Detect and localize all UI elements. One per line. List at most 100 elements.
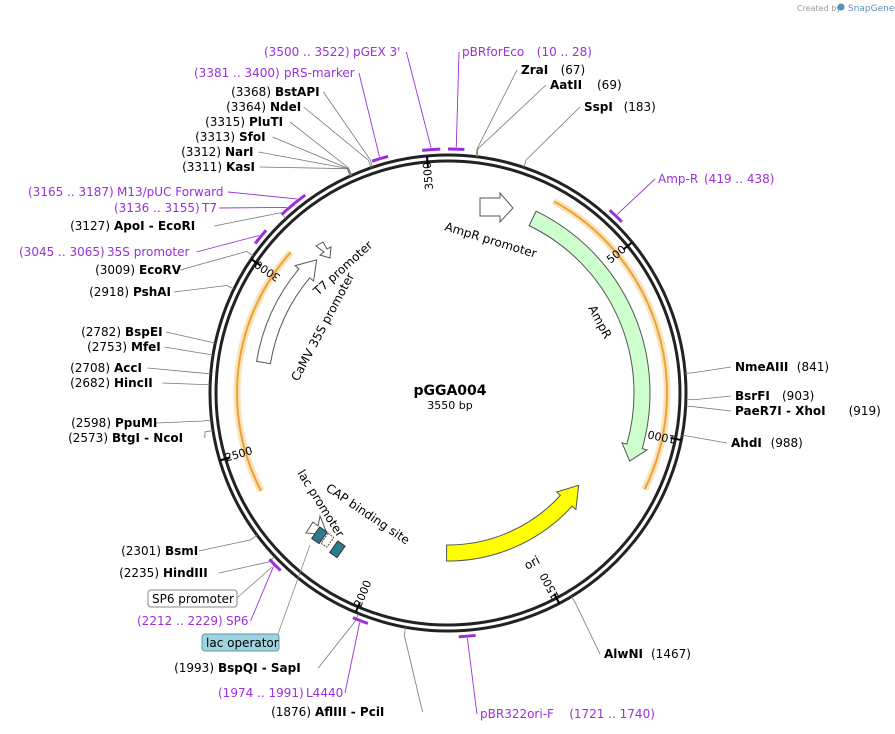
site-leader-line [214,212,287,227]
site-name: PshAI [133,285,171,299]
site-position: (2301) [121,544,161,558]
site-name: BsrFI [735,389,770,403]
tick-mark [250,258,261,267]
cap-binding-site-box [320,532,335,548]
primers: (10 .. 28)pBRforEco (419 .. 438)Amp-R (172… [19,45,774,721]
site-leader-line [682,434,728,444]
lac-operator-box-1 [311,526,328,545]
primer-name: 35S promoter [107,245,189,259]
primer-range: (3381 .. 3400) [194,66,280,80]
site-name: KasI [226,160,255,174]
site-name: AhdI [731,436,762,450]
site-position: (3127) [70,219,110,233]
primer-range: (1721 .. 1740) [569,707,655,721]
primer-leader-line [344,622,361,694]
site-leader-line [162,382,211,386]
site-leader-line [303,106,372,168]
primer: (10 .. 28)pBRforEco [447,45,592,152]
site-leader-line [173,285,235,293]
tick-label: 2000 [352,578,375,609]
restriction-site: HincII(2682) [70,376,211,390]
sp6-promoter-leader [236,566,273,599]
site-name: BstAPI [275,85,320,99]
primer-range: (3045 .. 3065) [19,245,105,259]
tick-mark [553,593,561,604]
restriction-site: AatII(69) [476,78,622,157]
site-leader-line [155,419,212,424]
created-by-label: Created by [797,4,841,13]
primer-range: (2212 .. 2229) [137,614,223,628]
site-position: (3364) [226,100,266,114]
primer-range: (3165 .. 3187) [28,185,114,199]
site-position: (3315) [205,115,245,129]
restriction-site: EcoRV(3009) [95,250,254,277]
site-position: (2235) [119,566,159,580]
site-position: (67) [561,63,586,77]
restriction-site: PluTI (3315) [205,115,353,176]
ampr-feature-label: AmpR [585,303,614,341]
primer-range: (1974 .. 1991) [218,686,304,700]
site-position: (2682) [70,376,110,390]
primer: (419 .. 438)Amp-R [608,172,774,223]
site-name: AflIII - PciI [315,705,384,719]
primer-name: Amp-R [658,172,698,186]
site-position: (183) [624,100,656,114]
site-position: (2708) [70,361,110,375]
site-name: AccI [114,361,142,375]
site-leader-line [204,430,214,439]
primer-bar [458,633,476,639]
restriction-site: KasI(3311) [182,160,351,177]
site-position: (1467) [651,647,691,661]
snapgene-logo-text: SnapGene [848,4,895,14]
site-name: BsmI [165,544,198,558]
site-leader-line [289,121,353,176]
site-leader-line [476,84,547,157]
site-name: PluTI [249,115,283,129]
site-leader-line [218,556,276,574]
primer-leader-line [466,638,478,715]
primer: (1721 .. 1740) pBR322ori-F [458,633,655,721]
site-name: ZraI [521,63,548,77]
primer-range: (3136 .. 3155) [114,201,200,215]
site-name: MfeI [131,340,161,354]
primer-leader-line [196,235,260,253]
site-position: (1876) [271,705,311,719]
site-position: (69) [597,78,622,92]
primer-leader-line [250,566,274,622]
ampr-promoter-label: AmpR promoter [443,219,538,260]
snapgene-logo-icon [837,3,845,11]
t7-promoter-arrow [315,241,332,259]
orf-left [236,251,292,492]
site-position: (988) [771,436,803,450]
restriction-site: BtgI - NcoI (2573) [68,430,214,445]
tick-mark [623,241,633,251]
primer: (3165 .. 3187)M13/pUC Forward [28,185,307,208]
site-position: (1993) [174,661,214,675]
primer: (2212 .. 2229)SP6 [137,558,282,628]
ampr-feature-arrow [528,210,651,462]
site-leader-line [198,534,258,552]
site-name: AlwNI [604,647,643,661]
site-leader-line [164,346,214,356]
site-position: (2573) [68,431,108,445]
primer-name: pRS-marker [284,66,355,80]
restriction-site: AlwNI (1467) [571,596,691,661]
restriction-site: PshAI(2918) [89,285,235,299]
primer-leader-line [616,178,656,215]
site-position: (2753) [87,340,127,354]
primer-name: L4440 [306,686,343,700]
restriction-site: PpuMI(2598) [71,416,212,430]
site-leader-line [403,627,423,713]
tick-mark [670,436,682,442]
lac-operator-box [201,633,280,652]
site-name: BtgI - NcoI [112,431,183,445]
site-leader-line [147,367,211,375]
primer-range: (10 .. 28) [537,45,592,59]
site-leader-line [317,613,359,669]
restriction-site: SfoI(3313) [195,130,352,176]
restriction-site: NmeAIII(841) [685,360,829,374]
sp6-promoter-label: SP6 promoter [152,592,234,606]
site-name: HindIII [163,566,208,580]
tick-label: 1000 [647,427,677,445]
primer-name: pBR322ori-F [480,707,554,721]
